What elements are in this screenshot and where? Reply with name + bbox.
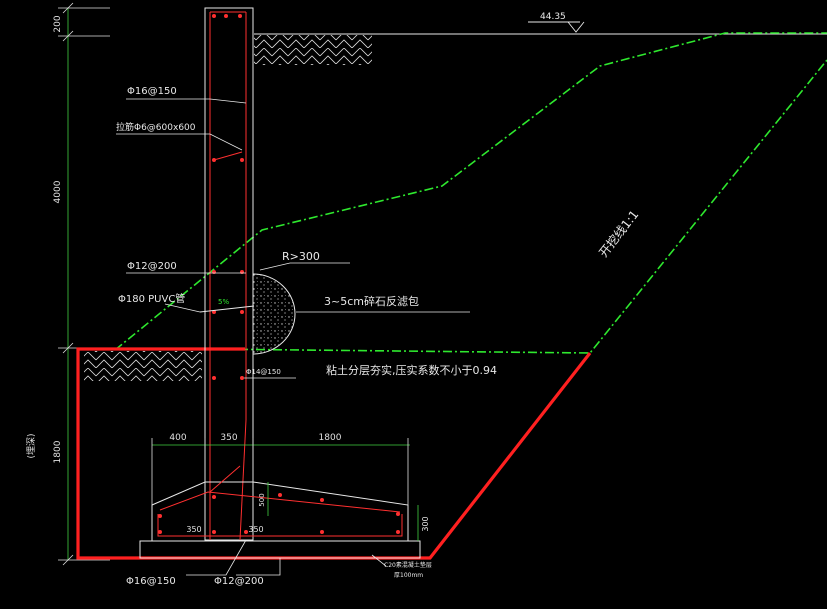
ground-left	[82, 348, 205, 381]
toe-350-b: 350	[248, 525, 263, 534]
stem-bars	[212, 14, 244, 380]
dim-300: 300	[421, 516, 430, 531]
footing-rebar	[157, 465, 403, 537]
toe-350-a: 350	[186, 525, 201, 534]
dim-base-1800: 1800	[53, 440, 63, 463]
ground-right-top	[254, 33, 827, 65]
gravel-label: 3~5cm碎石反滤包	[324, 294, 419, 308]
rebar-label-d: Φ14@150	[246, 368, 281, 376]
elevation-label: 44.35	[540, 12, 566, 22]
rebar-label-f: Φ12@200	[214, 576, 264, 587]
tie-bar	[213, 151, 243, 161]
dim-400: 400	[169, 433, 186, 443]
footing-bars	[158, 493, 400, 534]
radius-label: R>300	[282, 250, 320, 263]
backfill-line	[114, 32, 827, 351]
rebar-label-a: Φ16@150	[127, 86, 177, 97]
excavation-label: 开挖线1:1	[596, 207, 642, 260]
excavation-boundary	[76, 347, 592, 560]
left-dimension-chain	[58, 2, 110, 566]
drain-pipe	[199, 305, 255, 313]
rebar-label-c: Φ12@200	[127, 261, 177, 272]
cushion-label: C20素混凝土垫层	[384, 561, 432, 569]
dim-base-note: (埋深)	[26, 433, 37, 458]
cushion-thickness: 厚100mm	[394, 572, 423, 579]
gravel-filter	[252, 273, 296, 355]
dim-500: 500	[258, 493, 266, 506]
rebar-label-b: 拉筋Φ6@600x600	[116, 121, 196, 133]
pipe-slope: 5%	[218, 298, 229, 306]
pipe-label: Φ180 PUVC管	[118, 292, 185, 305]
dim-wall-4000: 4000	[53, 180, 63, 203]
rebar-label-e: Φ16@150	[126, 576, 176, 587]
dim-350: 350	[220, 433, 237, 443]
cushion-leader	[371, 554, 387, 567]
fill-label: 粘土分层夯实,压实系数不小于0.94	[326, 363, 497, 377]
excavation-line	[204, 59, 827, 354]
dim-1800: 1800	[319, 433, 342, 443]
leader-lines	[116, 98, 470, 576]
elevation-marker	[528, 21, 585, 33]
stem-rebar	[209, 11, 247, 541]
dim-top-200: 200	[53, 15, 63, 32]
footing-dimensions	[151, 438, 419, 541]
